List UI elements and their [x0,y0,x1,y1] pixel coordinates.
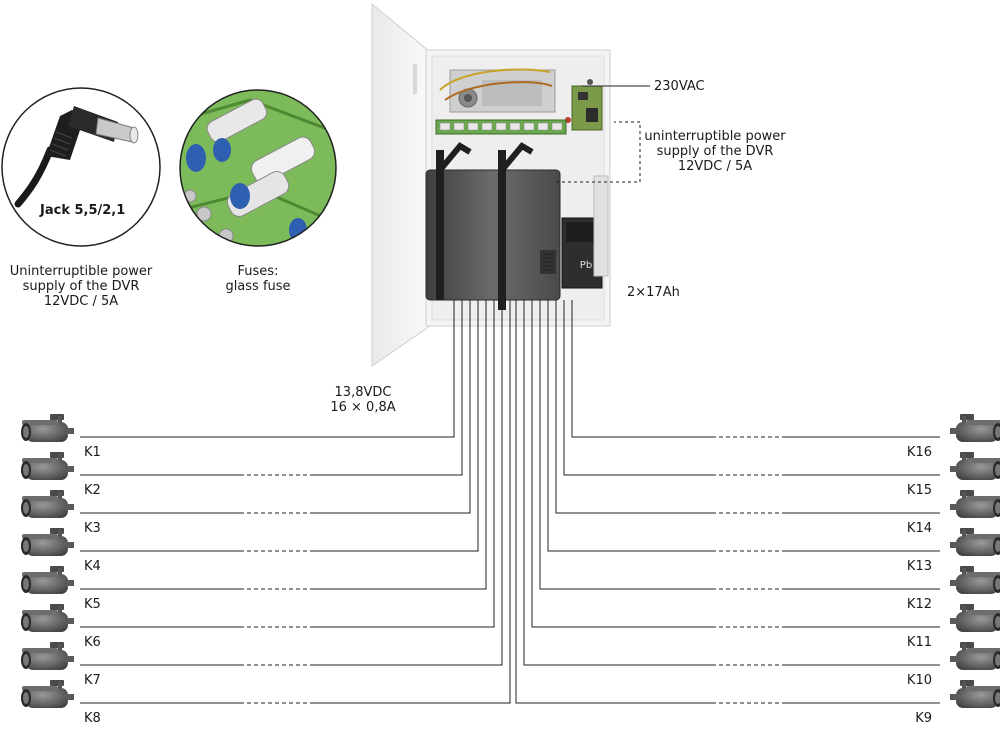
output-line: 13,8VDC [334,385,392,400]
wire-k13 [547,300,940,552]
output-line: 16 × 0,8A [330,400,396,415]
label-battery: 2×17Ah [627,285,680,300]
camera-label-k6: K6 [84,635,101,650]
wire-k6 [80,300,495,628]
cctv-camera-icon [21,642,74,670]
battery-marking: Pb [580,260,592,271]
camera-label-k4: K4 [84,559,101,574]
wire-k9 [515,300,940,704]
camera-label-k8: K8 [84,711,101,726]
cctv-camera-icon [21,604,74,632]
camera-label-k5: K5 [84,597,101,612]
wire-k3 [80,300,471,514]
label-ups-note: uninterruptible power supply of the DVR … [640,129,790,174]
cctv-camera-icon [950,490,1000,518]
jack-detail [1,87,161,247]
wire-k4 [80,300,479,552]
wiring-left-dashed [240,436,310,704]
jack-caption: Jack 5,5/2,1 [40,203,126,218]
cctv-camera-icon [21,490,74,518]
camera-label-k1: K1 [84,445,101,460]
wire-k5 [80,300,487,590]
callout-ups [556,121,641,183]
ups-note-line: uninterruptible power [644,129,786,144]
wire-k16 [571,300,940,438]
wire-k10 [523,300,940,666]
camera-label-k11: K11 [906,635,932,650]
ups-note-line: 12VDC / 5A [677,159,753,174]
camera-label-k15: K15 [906,483,932,498]
wiring-left [80,300,511,704]
dvr-strap [498,150,506,310]
camera-label-k3: K3 [84,521,101,536]
ups-note-line: supply of the DVR [656,144,774,159]
psu-cabinet: Pb [371,2,611,367]
wire-k7 [80,300,503,666]
wire-k11 [531,300,940,628]
wire-k14 [555,300,940,514]
camera-label-k16: K16 [906,445,932,460]
camera-label-k10: K10 [906,673,932,688]
wiring-right-dashed [712,436,782,704]
left-caption-line: supply of the DVR [22,279,140,294]
camera-label-k13: K13 [906,559,932,574]
cctv-camera-icon [950,528,1000,556]
cctv-camera-icon [21,566,74,594]
cctv-camera-icon [950,414,1000,442]
cameras-left [21,414,74,708]
cctv-camera-icon [950,642,1000,670]
cctv-camera-icon [21,414,74,442]
cctv-camera-icon [950,452,1000,480]
cctv-camera-icon [21,528,74,556]
camera-label-k12: K12 [906,597,932,612]
dvr-strap [436,150,444,300]
cctv-camera-icon [950,680,1000,708]
wire-k2 [80,300,463,476]
wiring-right [515,300,940,704]
callouts [556,85,650,183]
left-caption-line: Uninterruptible power [9,264,153,279]
wire-k15 [563,300,940,476]
cctv-camera-icon [950,604,1000,632]
dc-jack-plug-icon [14,106,139,208]
fuses-caption: Fuses: glass fuse [210,264,306,294]
left-caption-line: 12VDC / 5A [43,294,119,309]
camera-label-k9: K9 [915,711,932,726]
label-output: 13,8VDC 16 × 0,8A [318,385,408,415]
label-230vac: 230VAC [654,79,705,94]
camera-label-k14: K14 [906,521,932,536]
dvr-recorder [425,169,561,301]
fuses-caption-line: glass fuse [225,279,291,294]
fuse-circle [179,89,337,247]
camera-label-k2: K2 [84,483,101,498]
cctv-camera-icon [21,680,74,708]
fuse-detail [179,89,337,247]
fuses-caption-line: Fuses: [237,264,279,279]
cameras-right [950,414,1000,708]
cabinet-door [371,2,431,367]
wire-k8 [80,300,511,704]
camera-label-k7: K7 [84,673,101,688]
left-caption: Uninterruptible power supply of the DVR … [0,264,162,309]
wire-k12 [539,300,940,590]
cctv-camera-icon [950,566,1000,594]
cctv-camera-icon [21,452,74,480]
